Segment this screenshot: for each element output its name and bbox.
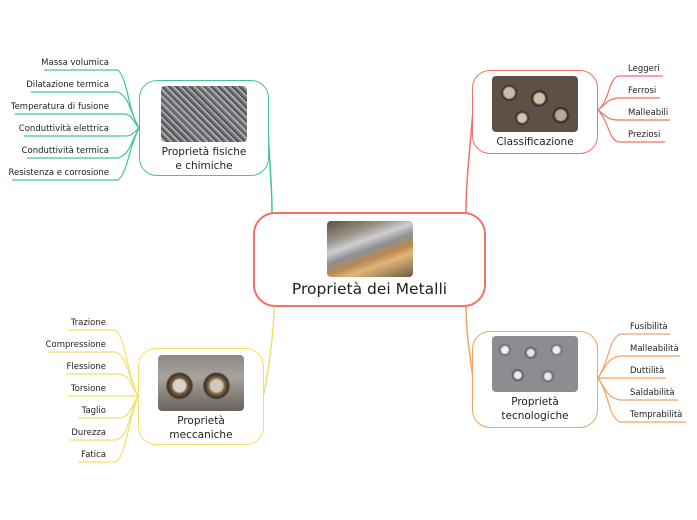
branch-tecnologiche[interactable]: Proprietà tecnologiche — [472, 331, 598, 428]
leaf-meccaniche[interactable]: Trazione — [70, 318, 106, 328]
leaf-line — [597, 377, 686, 423]
branch-title-line: meccaniche — [169, 429, 233, 441]
leaf-fisiche[interactable]: Temperatura di fusione — [10, 102, 109, 112]
leaf-meccaniche[interactable]: Flessione — [66, 362, 106, 372]
metal-mesh-image — [161, 86, 247, 142]
branch-title-line: Proprietà — [511, 396, 559, 408]
leaf-tecnologiche[interactable]: Duttilità — [630, 366, 665, 376]
branch-meccaniche[interactable]: Proprietà meccaniche — [138, 348, 264, 445]
leaf-fisiche[interactable]: Conduttività termica — [21, 146, 109, 156]
leaf-classificazione[interactable]: Preziosi — [628, 130, 661, 140]
branch-title: Proprietà tecnologiche — [501, 395, 568, 423]
leaf-line — [597, 109, 665, 143]
leaf-fisiche[interactable]: Massa volumica — [41, 58, 109, 68]
central-title: Proprietà dei Metalli — [291, 280, 448, 298]
link-tecnologiche — [465, 305, 474, 379]
metal-nuts-image — [492, 76, 578, 132]
leaf-meccaniche[interactable]: Compressione — [45, 340, 106, 350]
branch-classificazione[interactable]: Classificazione — [472, 70, 598, 154]
leaf-fisiche[interactable]: Resistenza e corrosione — [8, 168, 109, 178]
leaf-meccaniche[interactable]: Fatica — [81, 450, 106, 460]
leaf-line — [12, 127, 140, 181]
leaf-fisiche[interactable]: Conduttività elettrica — [18, 124, 109, 134]
leaf-tecnologiche[interactable]: Fusibilità — [630, 322, 668, 332]
leaf-line — [24, 127, 140, 137]
branch-title: Proprietà meccaniche — [169, 414, 232, 442]
branch-title-line: Proprietà — [177, 415, 225, 427]
gears-image — [158, 355, 244, 411]
leaf-meccaniche[interactable]: Taglio — [81, 406, 106, 416]
hex-nuts-image — [492, 336, 578, 392]
central-topic[interactable]: Proprietà dei Metalli — [253, 212, 486, 307]
leaf-classificazione[interactable]: Ferrosi — [628, 86, 657, 96]
leaf-classificazione[interactable]: Malleabili — [628, 108, 669, 118]
leaf-tecnologiche[interactable]: Malleabilità — [630, 344, 679, 354]
leaf-line — [597, 355, 680, 379]
branch-fisiche[interactable]: Proprietà fisiche e chimiche — [139, 80, 269, 176]
leaf-tecnologiche[interactable]: Saldabilità — [630, 388, 675, 398]
branch-title-line: tecnologiche — [501, 410, 569, 422]
branch-title: Proprietà fisiche e chimiche — [162, 145, 247, 173]
branch-title-line: Classificazione — [496, 136, 574, 148]
leaf-line — [78, 395, 139, 463]
leaf-line — [597, 109, 670, 121]
branch-title-line: e chimiche — [175, 160, 233, 172]
leaf-classificazione[interactable]: Leggeri — [628, 64, 660, 74]
leaf-tecnologiche[interactable]: Temprabilità — [630, 410, 683, 420]
leaf-meccaniche[interactable]: Torsione — [70, 384, 106, 394]
metal-ingots-image — [326, 221, 413, 277]
leaf-line — [66, 373, 139, 397]
leaf-line — [15, 113, 140, 129]
leaf-line — [597, 97, 660, 111]
leaf-line — [48, 351, 139, 397]
branch-title: Classificazione — [496, 135, 573, 149]
leaf-line — [597, 75, 663, 111]
leaf-meccaniche[interactable]: Durezza — [71, 428, 106, 438]
leaf-line — [31, 91, 140, 129]
leaf-fisiche[interactable]: Dilatazione termica — [26, 80, 109, 90]
branch-title-line: Proprietà fisiche — [161, 146, 247, 158]
link-meccaniche — [263, 305, 275, 395]
leaf-line — [44, 69, 140, 129]
